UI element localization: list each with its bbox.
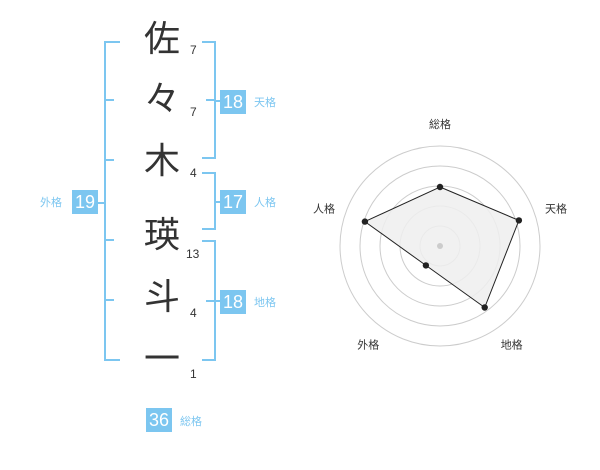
name-character-4: 瑛 [143, 215, 180, 256]
radar-axis-label-4: 外格 [357, 338, 379, 352]
gaikaku-bracket [88, 41, 120, 361]
stroke-count-2: 7 [190, 105, 197, 119]
chikaku-label: 地格 [254, 296, 276, 309]
stroke-count-6: 1 [190, 367, 197, 381]
bracket-tick [106, 239, 114, 241]
stroke-count-3: 4 [190, 166, 197, 180]
name-character-3: 木 [143, 141, 180, 182]
soukaku-score: 36 [146, 408, 173, 432]
radar-center-dot [437, 243, 443, 249]
stroke-count-5: 4 [190, 306, 197, 320]
jinkaku-score: 17 [220, 190, 247, 214]
name-character-5: 斗 [143, 277, 180, 318]
radar-point-3 [481, 304, 488, 311]
stroke-count-4: 13 [186, 247, 200, 261]
radar-grid-ring [359, 165, 521, 327]
radar-point-4 [422, 262, 430, 269]
tenkaku-score: 18 [220, 90, 247, 114]
bracket-tick [206, 300, 214, 302]
chikaku-bracket [202, 240, 230, 361]
soukaku-label: 総格 [180, 415, 202, 428]
jinkaku-bracket [202, 172, 230, 230]
chikaku-score: 18 [220, 290, 247, 314]
name-character-2: 々 [143, 79, 180, 120]
gaikaku-score: 19 [72, 190, 99, 214]
bracket-tick [106, 159, 114, 161]
gaikaku-label: 外格 [40, 196, 62, 209]
stroke-count-1: 7 [190, 43, 197, 57]
name-character-6: 一 [143, 339, 180, 380]
radar-point-2 [515, 217, 523, 224]
radar-axis-label-5: 人格 [313, 201, 335, 215]
name-character-1: 佐 [143, 19, 180, 60]
tenkaku-label: 天格 [254, 96, 276, 109]
radar-axis-label-1: 総格 [429, 117, 451, 131]
bracket-tick [206, 99, 214, 101]
radar-point-1 [436, 183, 444, 191]
tenkaku-bracket [202, 41, 230, 159]
bracket-tick [106, 299, 114, 301]
radar-points [361, 183, 523, 311]
jinkaku-label: 人格 [254, 196, 276, 209]
bracket-tick [106, 99, 114, 101]
radar-axis-label-2: 天格 [545, 201, 567, 215]
radar-point-5 [361, 218, 369, 225]
radar-axis-label-3: 地格 [501, 338, 523, 352]
radar-grid-ring [339, 145, 541, 347]
